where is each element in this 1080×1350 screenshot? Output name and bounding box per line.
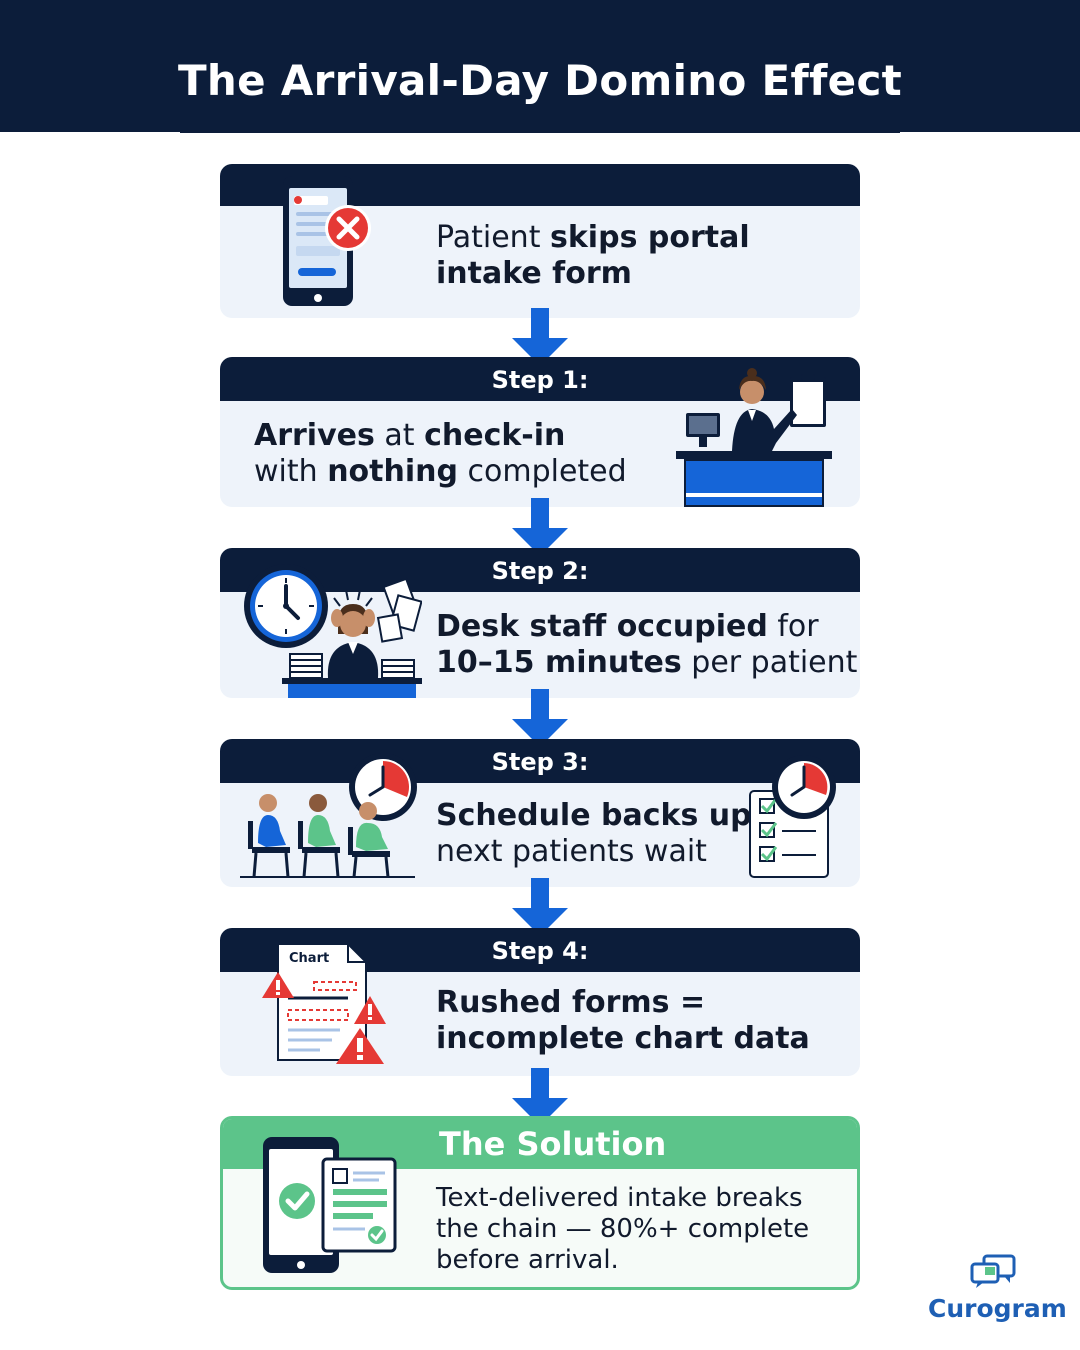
card-text: Patient skips portal intake form [436, 220, 750, 292]
chart-icon-label: Chart [289, 951, 330, 966]
header-divider [180, 131, 900, 133]
card-step-1: Step 1: Arrives at check-in with nothing… [220, 357, 860, 507]
card-line-2: incomplete chart data [436, 1021, 810, 1057]
emphasis-text: nothing [327, 454, 458, 489]
step-label: Step 4: [491, 937, 589, 965]
solution-text: Text-delivered intake breaks the chain —… [436, 1183, 810, 1275]
card-line-1: Arrives at check-in [254, 418, 627, 454]
down-arrow-icon [512, 689, 568, 747]
waiting-patients-icon [240, 753, 417, 878]
solution-card: The Solution Text-delivered intake break… [220, 1116, 860, 1290]
card-text: Arrives at check-in with nothing complet… [254, 418, 627, 490]
emphasis-text: check-in [424, 418, 566, 453]
stressed-staff-clock-icon [244, 564, 422, 698]
down-arrow-icon [512, 308, 568, 366]
emphasis-text: skips portal [550, 220, 750, 255]
emphasis-text: Desk staff occupied [436, 609, 768, 644]
card-line-1: Rushed forms = [436, 985, 810, 1021]
solution-title: The Solution [439, 1125, 667, 1163]
step-label: Step 3: [491, 748, 589, 776]
plain-text: for [767, 609, 819, 644]
card-line-2: next patients wait [436, 834, 791, 870]
card-text: Desk staff occupied for 10–15 minutes pe… [436, 609, 857, 681]
step-label: Step 2: [491, 557, 589, 585]
card-start: Patient skips portal intake form [220, 164, 860, 318]
plain-text: completed [457, 454, 627, 489]
plain-text: at [374, 418, 425, 453]
page-title: The Arrival-Day Domino Effect [177, 56, 903, 105]
card-text: Schedule backs up — next patients wait [436, 798, 791, 870]
receptionist-desk-icon [676, 368, 832, 507]
card-line-2: 10–15 minutes per patient [436, 645, 857, 681]
card-line-1: Patient skips portal [436, 220, 750, 256]
card-band [220, 739, 860, 783]
logo-text: Curogram [928, 1294, 1067, 1323]
emphasis-text: Schedule backs up [436, 798, 752, 833]
checklist-clock-icon [749, 755, 836, 878]
chart-warning-icon: Chart [260, 940, 392, 1066]
plain-text: per patient [681, 645, 858, 680]
phone-error-icon [283, 176, 371, 306]
step-label: Step 1: [491, 366, 589, 394]
card-step-2: Step 2: [220, 548, 860, 698]
plain-text: next patients wait [436, 834, 707, 869]
down-arrow-icon [512, 878, 568, 936]
card-line-2: intake form [436, 256, 750, 292]
card-line-1: Schedule backs up — [436, 798, 791, 834]
emphasis-text: incomplete chart data [436, 1021, 810, 1056]
plain-text: Patient [436, 220, 550, 255]
emphasis-text: Arrives [254, 418, 375, 453]
curogram-logo: Curogram [928, 1250, 1067, 1330]
card-line-1: Desk staff occupied for [436, 609, 857, 645]
down-arrow-icon [512, 498, 568, 556]
chat-bubbles-icon [970, 1254, 1016, 1288]
card-text: Rushed forms = incomplete chart data [436, 985, 810, 1057]
down-arrow-icon [512, 1068, 568, 1126]
header-banner: The Arrival-Day Domino Effect [0, 0, 1080, 132]
phone-form-check-icon [263, 1137, 397, 1273]
card-step-3: Step 3: [220, 739, 860, 887]
card-band [220, 548, 860, 592]
card-step-4: Step 4: Chart Rushed forms = incomplete … [220, 928, 860, 1076]
card-line-2: with nothing completed [254, 454, 627, 490]
plain-text: with [254, 454, 328, 489]
emphasis-text: 10–15 minutes [436, 645, 682, 680]
emphasis-text: intake form [436, 256, 632, 291]
emphasis-text: Rushed forms = [436, 985, 706, 1020]
